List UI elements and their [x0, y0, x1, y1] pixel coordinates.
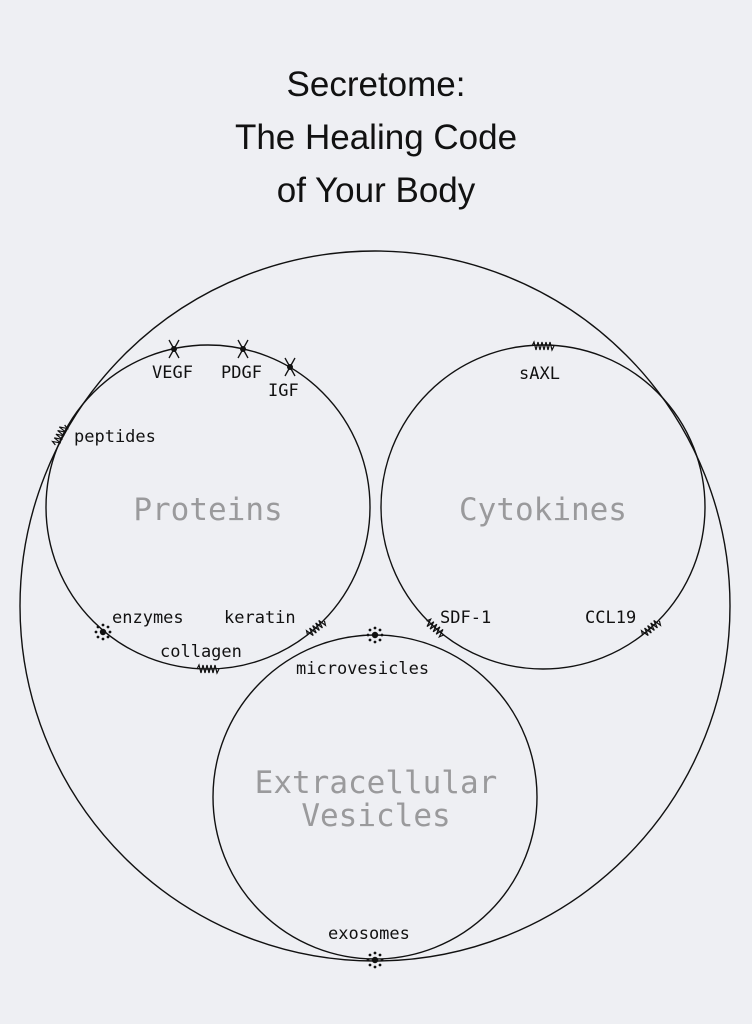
- peptides-spring-icon: [51, 422, 69, 448]
- title-line-3: of Your Body: [276, 171, 476, 210]
- cytokines-label: Cytokines: [459, 492, 627, 528]
- vegf-label: VEGF: [152, 363, 193, 383]
- secretome-outer-circle: [19, 250, 731, 962]
- peptides-label: peptides: [74, 427, 156, 447]
- title-line-1: Secretome:: [286, 65, 466, 104]
- exosomes-label: exosomes: [328, 924, 410, 944]
- microvesicles-burst-icon: [366, 626, 384, 644]
- collagen-label: collagen: [160, 642, 242, 662]
- saxl-label: sAXL: [519, 364, 560, 384]
- proteins-label: Proteins: [133, 492, 282, 528]
- saxl-spring-icon: [531, 341, 555, 351]
- enzymes-label: enzymes: [112, 608, 184, 628]
- pdgf-label: PDGF: [221, 363, 262, 383]
- enzymes-burst-icon: [94, 623, 112, 641]
- vesicles-label-line-1: Extracellular: [255, 765, 498, 801]
- collagen-spring-icon: [196, 664, 220, 674]
- igf-marker-icon: [284, 357, 296, 377]
- ccl19-label: CCL19: [585, 608, 636, 628]
- microvesicles-label: microvesicles: [296, 659, 429, 679]
- title-line-2: The Healing Code: [234, 118, 518, 157]
- igf-label: IGF: [268, 381, 299, 401]
- page-title: Secretome: The Healing Code of Your Body: [0, 58, 752, 217]
- sdf1-label: SDF-1: [440, 608, 491, 628]
- keratin-label: keratin: [224, 608, 296, 628]
- vesicles-label-line-2: Vesicles: [301, 798, 450, 834]
- exosomes-burst-icon: [366, 951, 384, 969]
